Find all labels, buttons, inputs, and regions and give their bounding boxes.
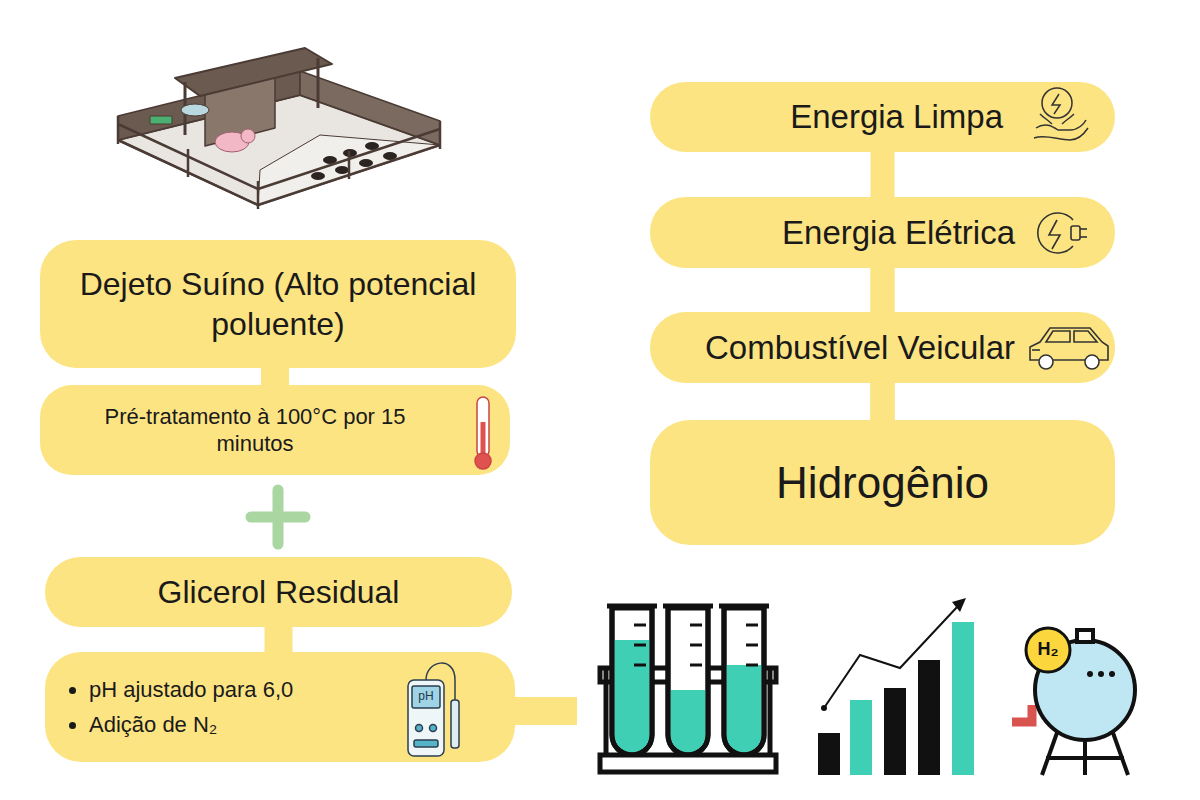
chart-bar [818, 733, 840, 775]
tube-liquid [727, 665, 762, 753]
thermometer-icon [475, 397, 491, 469]
tube-tick [690, 624, 702, 627]
test-tube-outline [724, 608, 764, 755]
test-tubes-icon [600, 606, 776, 772]
application-box: Energia Limpa [650, 82, 1115, 152]
ph-meter-icon [408, 663, 459, 756]
tube-tick [746, 644, 758, 647]
box-label: Pré-tratamento à 100°C por 15 minutos [65, 403, 445, 458]
tank-label: H₂ [1026, 640, 1070, 660]
tube-tick [690, 664, 702, 667]
tube-liquid [671, 690, 706, 753]
tube-tick [634, 624, 646, 627]
box-label: Energia Limpa [790, 96, 1003, 137]
tube-lip [663, 604, 713, 609]
application-box: Combustível Veicular [650, 312, 1115, 383]
box-label: Energia Elétrica [782, 212, 1015, 253]
application-box: Energia Elétrica [650, 197, 1115, 268]
box-label: Combustível Veicular [705, 327, 1015, 368]
electric-plug-icon [1038, 213, 1087, 253]
connector [261, 368, 289, 385]
trend-arrow [821, 598, 966, 711]
hydrogen-tank-icon [1012, 628, 1135, 775]
connector-bar [505, 697, 577, 725]
test-tube [612, 608, 652, 755]
product-box: Hidrogênio [650, 420, 1115, 545]
connector [871, 383, 895, 420]
test-tube [724, 608, 764, 755]
car-icon [1030, 328, 1108, 369]
growth-chart-icon [818, 622, 974, 775]
chart-bar [918, 660, 940, 775]
tube-liquid [615, 640, 650, 753]
box-label: Dejeto Suíno (Alto potencial poluente) [60, 264, 496, 344]
clean-energy-icon [1034, 88, 1088, 140]
chart-bar [952, 622, 974, 775]
test-tube-outline [668, 608, 708, 755]
tube-tick [634, 664, 646, 667]
chart-bar [884, 688, 906, 775]
tube-tick [690, 644, 702, 647]
input-box: Dejeto Suíno (Alto potencial poluente) [40, 240, 516, 368]
test-tube [668, 608, 708, 755]
test-tube-outline [612, 608, 652, 755]
tube-tick [634, 644, 646, 647]
condition-item: pH ajustado para 6,0 [65, 676, 293, 704]
tube-lip [607, 604, 657, 609]
tube-tick [746, 664, 758, 667]
tube-tick [746, 624, 758, 627]
pig-pen-illustration [118, 48, 440, 209]
box-label: Hidrogênio [776, 455, 989, 510]
input-box: Glicerol Residual [45, 557, 512, 627]
tube-lip [719, 604, 769, 609]
connector [265, 627, 293, 652]
box-label: Glicerol Residual [158, 572, 400, 612]
condition-item: Adição de N₂ [65, 711, 217, 739]
plus-sign [251, 490, 305, 544]
process-box: Pré-tratamento à 100°C por 15 minutos [40, 385, 510, 475]
meter-label: pH [412, 690, 440, 703]
chart-bar [850, 700, 872, 775]
